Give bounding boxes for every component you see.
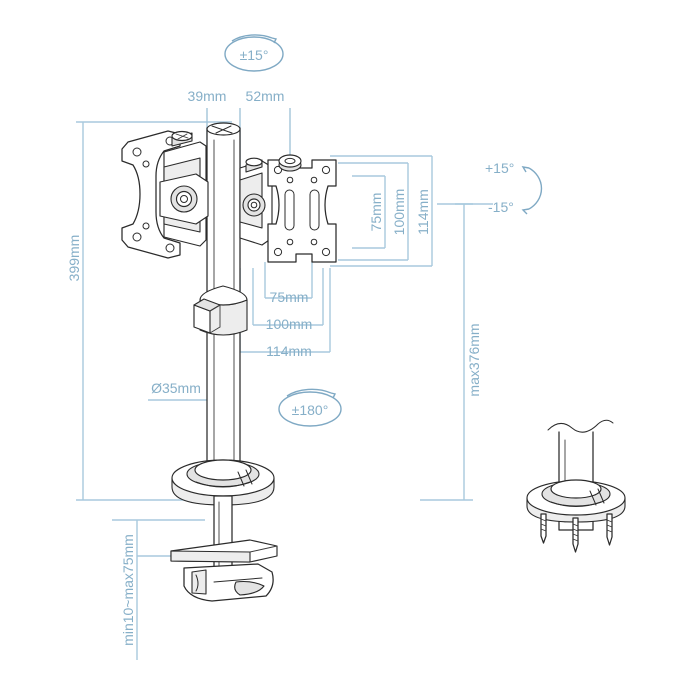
dimension-labels-group: 39mm 52mm 399mm 75mm 100mm 114mm 75mm 10… [66, 88, 482, 646]
label-vesa-width-mid: 100mm [266, 316, 313, 332]
main-assembly-view [121, 122, 337, 602]
tilt-marker: +15° -15° [485, 160, 543, 215]
rotation-arc-icon [278, 388, 342, 427]
height-adjust-collar [193, 285, 248, 336]
grommet-screws [540, 513, 613, 553]
vesa-plate-right [267, 154, 337, 263]
label-vesa-height-mid: 100mm [391, 189, 407, 236]
label-top-swivel: ±15° [240, 47, 269, 63]
dim-vesa-vertical [330, 155, 433, 267]
label-tilt-up: +15° [485, 160, 514, 176]
rotation-marker-base: ±180° [278, 388, 342, 427]
label-max-height: max376mm [466, 323, 482, 396]
label-pole-diameter: Ø35mm [151, 380, 201, 396]
base-disc [171, 459, 275, 506]
tilt-arrow-icon [521, 166, 543, 215]
vesa-plate-left [121, 130, 181, 259]
label-vesa-width-outer: 114mm [266, 343, 312, 359]
arm-joint-block [239, 157, 273, 246]
label-vesa-height-outer: 114mm [415, 189, 431, 235]
label-top-right-offset: 52mm [246, 88, 285, 104]
label-total-height: 399mm [66, 235, 82, 282]
grommet-base-disc [526, 479, 626, 523]
label-clamp-range: min10~max75mm [120, 534, 136, 646]
desk-clamp [170, 495, 278, 602]
label-vesa-width-inner: 75mm [270, 289, 309, 305]
label-base-rotation: ±180° [292, 402, 329, 418]
dim-vesa-horizontal [239, 262, 331, 353]
label-top-left-offset: 39mm [188, 88, 227, 104]
rotation-arc-icon [224, 34, 284, 72]
grommet-mount-view [526, 419, 626, 553]
dim-total-height [76, 121, 232, 501]
swivel-marker-top: ±15° [224, 34, 284, 72]
label-tilt-down: -15° [488, 199, 514, 215]
tilt-head-mechanism [159, 130, 209, 247]
label-vesa-height-inner: 75mm [368, 193, 384, 232]
